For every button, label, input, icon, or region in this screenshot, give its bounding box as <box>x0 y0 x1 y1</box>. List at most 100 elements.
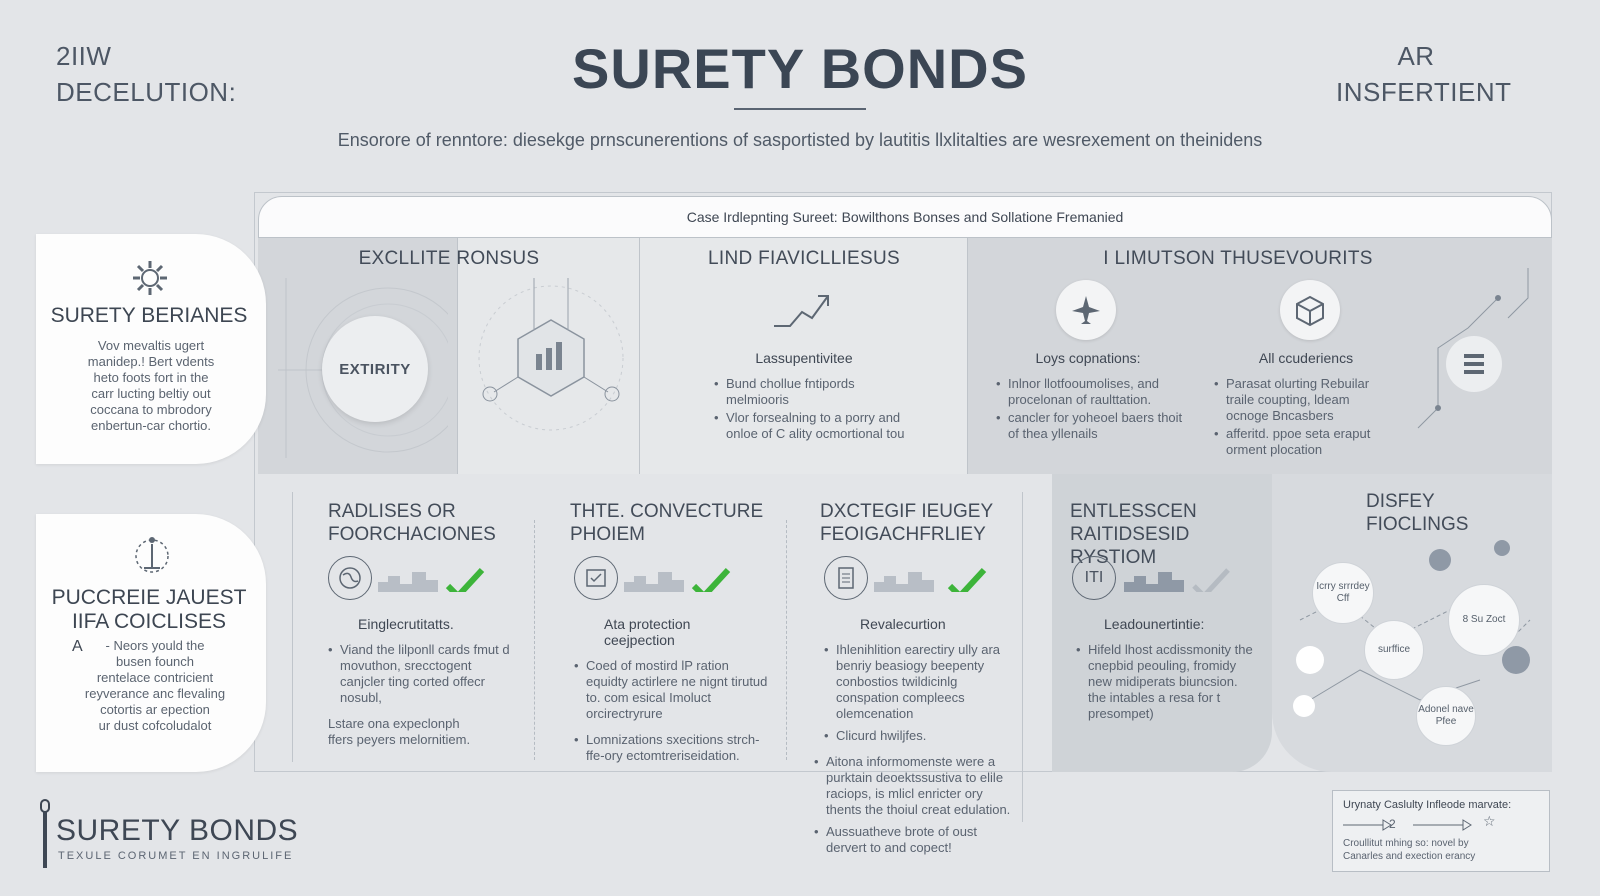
text-line: ur dust cofcoludalot <box>98 718 212 733</box>
limutson-bullet-list-2: Parasat olurting Rebuilar traile couptin… <box>1214 376 1394 460</box>
panel-title-excllite: EXCLLITE RONSUS <box>358 248 540 269</box>
list-item: Hifeld lhost acdissmonity the cnepbid pe… <box>1076 642 1256 722</box>
column-title: THTE. CONVECTURE PHOIEM <box>570 500 780 546</box>
lind-subheading: Lassupentivitee <box>755 350 853 366</box>
column-bullet-list: Viand the lilponll cards fmut d movuthon… <box>328 642 518 708</box>
text-line: Vov mevaltis ugert <box>97 338 205 353</box>
text-line: carr lucting beltiy out <box>91 386 211 401</box>
column-dxctegif: DXCTEGIF IEUGEY FEOIGACHFRLIEY <box>820 500 1020 546</box>
side-card-title: SURETY BERIANES <box>50 304 248 327</box>
text-line: enbertun-car chortio. <box>91 418 211 433</box>
text-line: PUCCREIE JAUEST <box>51 586 247 609</box>
lind-bullet-list: Bund chollue fntipords melmiooris Vlor f… <box>714 376 914 444</box>
header-right-line-2: INSFERTIENT <box>1336 77 1512 107</box>
page-title: SURETY BONDS <box>572 37 1028 100</box>
list-item: Bund chollue fntipords melmiooris <box>714 376 914 408</box>
text-line: Lstare ona expeclonph <box>328 716 460 731</box>
skyline-decoration <box>378 567 485 592</box>
list-item: Coed of mostird lP ration equidty actirl… <box>574 658 774 722</box>
column-title: RADLISES OR FOORCHACIONES <box>328 500 528 546</box>
page-subtitle: Ensorore of renntore: diesekge prnscuner… <box>337 130 1263 150</box>
framework-tab-bar[interactable]: Case Irdlepnting Sureet: Bowilthons Bons… <box>258 196 1552 238</box>
network-node: 8 Su Zoct <box>1448 584 1520 656</box>
list-item: Ihlenihlition earectiry ully ara benriy … <box>824 642 1014 722</box>
column-subheading: Leadounertintie: <box>1104 616 1205 632</box>
list-item: Inlnor llotfooumolises, and procelonan o… <box>996 376 1196 408</box>
text-line: Canarles and exection erancy <box>1343 851 1476 862</box>
side-card-pucreie: PUCCREIE JAUEST IIFA COICLISES A - Neors… <box>36 514 266 772</box>
list-item: Aitona informomenste were a purktain deo… <box>814 754 1014 818</box>
limutson-bullet-list-1: Inlnor llotfooumolises, and procelonan o… <box>996 376 1196 444</box>
text-line: cotortis ar epection <box>100 702 210 717</box>
legend-text: Croullitut mhing so: novel by Canarles a… <box>1343 837 1475 863</box>
side-card-text: - Neors yould the busen founch rentelace… <box>50 638 260 734</box>
text-line: IIFA COICLISES <box>71 610 227 633</box>
list-item: cancler for yoheoel baers thoit of thea … <box>996 410 1196 442</box>
limutson-subheading-1: Loys copnations: <box>1035 350 1141 366</box>
panel-excllite-right <box>458 238 640 474</box>
header-left-label: 2IIW DECELUTION: <box>56 38 236 110</box>
text-line: - Neors yould the <box>105 638 205 653</box>
panel-excllite-left: EXTIRITY <box>258 238 458 474</box>
arrow-icon <box>1343 819 1472 831</box>
panel-title-limutson: I LIMUTSON THUSEVOURITS <box>1103 248 1373 269</box>
column-divider <box>292 492 293 762</box>
network-node: Adonel nave Pfee <box>1416 686 1476 746</box>
legend-marker: 2 <box>1389 817 1396 831</box>
skyline-decoration <box>1124 568 1230 592</box>
column-thte: THTE. CONVECTURE PHOIEM <box>570 500 780 546</box>
column-bullet-list: Hifeld lhost acdissmonity the cnepbid pe… <box>1076 642 1256 724</box>
list-item: Viand the lilponll cards fmut d movuthon… <box>328 642 518 706</box>
text-line: THTE. CONVECTURE <box>570 501 764 522</box>
circuit-decoration <box>1417 268 1529 429</box>
text-line: FOORCHACIONES <box>328 524 496 545</box>
text-line: DISFEY <box>1366 491 1435 512</box>
text-line: manidep.! Bert vdents <box>87 354 215 369</box>
panel-limutson: I LIMUTSON THUSEVOURITS Loys copnations:… <box>968 238 1552 474</box>
column-divider <box>534 520 535 760</box>
airplane-icon <box>1056 280 1116 340</box>
side-card-letter: A <box>72 638 83 655</box>
globe-icon <box>328 556 372 600</box>
column-extra-bullets: Aitona informomenste were a purktain deo… <box>814 754 1014 858</box>
text-line: ENTLESSCEN RAITIDSESID <box>1070 501 1197 545</box>
logo-subtitle: TEXULE CORUMET EN INGRULIFE <box>58 850 294 862</box>
list-item: Lomnizations sxecitions strch-ffe-ory ec… <box>574 732 774 764</box>
side-card-text: Vov mevaltis ugert manidep.! Bert vdents… <box>46 338 256 434</box>
panel-lind: LIND FIAVICLLIESUS Lassupentivitee Bund … <box>640 238 968 474</box>
list-item: Parasat olurting Rebuilar traile couptin… <box>1214 376 1394 424</box>
list-item: Vlor forsealning to a porry and onloe of… <box>714 410 914 442</box>
column-subheading: Ata protection ceejpection <box>604 616 691 648</box>
gear-icon <box>133 261 167 295</box>
text-line: heto foots fort in the <box>93 370 209 385</box>
skyline-decoration <box>874 567 987 592</box>
title-divider <box>734 108 866 110</box>
column-divider <box>786 520 787 760</box>
column-extra-text: Lstare ona expeclonph ffers peyers melor… <box>328 716 518 748</box>
header-right-line-1: AR <box>1397 41 1435 71</box>
checklist-icon <box>574 556 618 600</box>
ti-badge-icon: ITI <box>1072 556 1116 600</box>
logo-title: SURETY BONDS <box>56 814 299 847</box>
document-icon <box>824 556 868 600</box>
network-node: surffice <box>1364 620 1424 680</box>
network-map-decoration <box>1293 540 1531 717</box>
box-icon <box>1280 280 1340 340</box>
text-line: rentelace contricient <box>96 670 214 685</box>
limutson-subheading-2: All ccuderiencs <box>1258 350 1354 366</box>
side-card-title: PUCCREIE JAUEST IIFA COICLISES <box>36 586 262 634</box>
extirity-circle: EXTIRITY <box>322 316 428 422</box>
column-subheading: Einglecrutitatts. <box>358 616 454 632</box>
column-subheading: Revalecurtion <box>860 616 946 632</box>
text-line: ffers peyers melornitiem. <box>328 732 471 747</box>
column-bullet-list: Coed of mostird lP ration equidty actirl… <box>574 658 774 766</box>
column-title: DISFEY FIOCLINGS <box>1366 490 1506 536</box>
column-divider <box>1022 492 1023 822</box>
panel-title-lind: LIND FIAVICLLIESUS <box>708 248 900 269</box>
text-line: coccana to mbrodory <box>90 402 212 417</box>
network-node: Icrry srrrdey Cff <box>1312 562 1374 624</box>
header-left-line-1: 2IIW <box>56 41 112 71</box>
legend-title: Urynaty Caslulty Infleode marvate: <box>1343 799 1512 811</box>
skyline-decoration <box>624 567 731 592</box>
text-line: FEOIGACHFRLIEY <box>820 524 986 545</box>
